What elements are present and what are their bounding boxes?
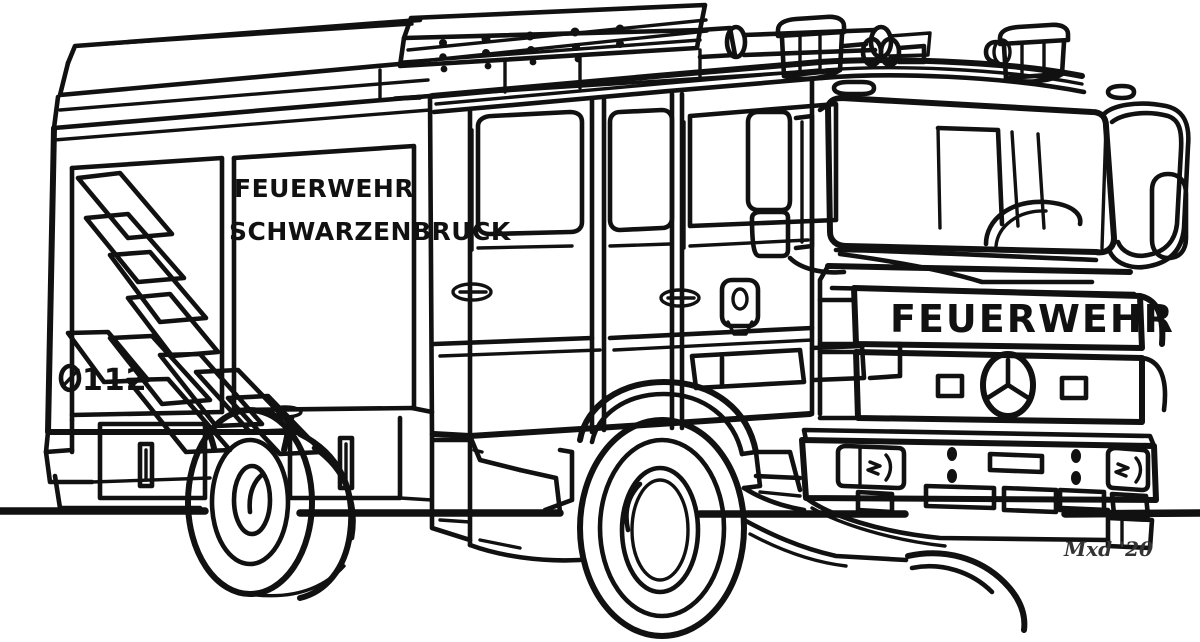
emergency-number-text: 112 — [82, 363, 148, 398]
door-handles — [451, 282, 701, 308]
bumper-bolts — [947, 447, 1081, 485]
body-text-line2: SCHWARZENBRUCK — [229, 217, 512, 246]
front-bumper — [799, 427, 1159, 551]
lower-grille — [853, 349, 1145, 425]
front-wheel — [467, 379, 763, 639]
rear-wheels — [185, 407, 356, 601]
roof-beacon-rear — [775, 14, 847, 82]
body-text-line1: FEUERWEHR — [234, 174, 414, 203]
crew-cab — [429, 59, 903, 473]
side-mirror — [745, 109, 847, 275]
front-grille: FEUERWEHR — [851, 285, 1175, 351]
door-emblem-plate — [719, 277, 761, 336]
grille-text: FEUERWEHR — [890, 297, 1175, 341]
right-side-mirror — [1100, 101, 1191, 270]
front-cab: FEUERWEHR — [817, 57, 1191, 425]
warning-chevrons — [65, 170, 325, 457]
left-headlight — [835, 443, 907, 491]
roof-beacons — [775, 14, 1137, 101]
emergency-number: 112 — [58, 363, 148, 398]
artist-signature: Mxd '20 — [1063, 537, 1153, 561]
mercedes-benz-star-emblem — [980, 351, 1036, 419]
ladder-rungs — [439, 24, 625, 73]
right-headlight — [1105, 445, 1151, 493]
cab-lower-skirt — [741, 449, 1028, 633]
air-horns — [841, 36, 1012, 68]
